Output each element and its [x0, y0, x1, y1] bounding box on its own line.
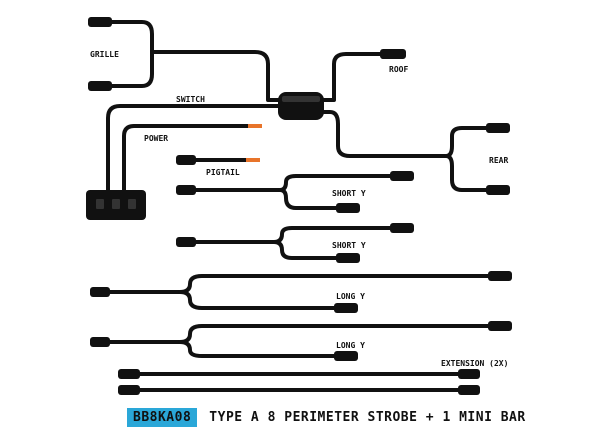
label-power: POWER — [144, 134, 168, 143]
label-roof: ROOF — [389, 65, 408, 74]
power-lead — [248, 124, 262, 128]
switch-harness — [86, 104, 280, 220]
label-long-y-2: LONG Y — [336, 341, 365, 350]
grille-harness — [88, 17, 282, 102]
rear-harness — [322, 110, 510, 195]
label-short-y-1: SHORT Y — [332, 189, 366, 198]
label-short-y-2: SHORT Y — [332, 241, 366, 250]
part-number-badge: BB8KA08 — [127, 407, 198, 427]
short-y-harness-2 — [176, 223, 414, 263]
label-rear: REAR — [489, 156, 508, 165]
label-switch: SWITCH — [176, 95, 205, 104]
roof-harness — [322, 49, 406, 102]
short-y-harness-1 — [176, 171, 414, 213]
long-y-harness-1 — [90, 271, 512, 313]
label-grille: GRILLE — [90, 50, 119, 59]
junction-hub — [278, 92, 324, 120]
label-long-y-1: LONG Y — [336, 292, 365, 301]
label-extension: EXTENSION (2X) — [441, 359, 508, 368]
long-y-harness-2 — [90, 321, 512, 361]
kit-title: TYPE A 8 PERIMETER STROBE + 1 MINI BAR — [209, 409, 526, 425]
extension-cables — [118, 369, 480, 395]
pigtail-harness — [176, 155, 260, 165]
label-pigtail: PIGTAIL — [206, 168, 240, 177]
footer: BB8KA08 TYPE A 8 PERIMETER STROBE + 1 MI… — [127, 406, 526, 428]
